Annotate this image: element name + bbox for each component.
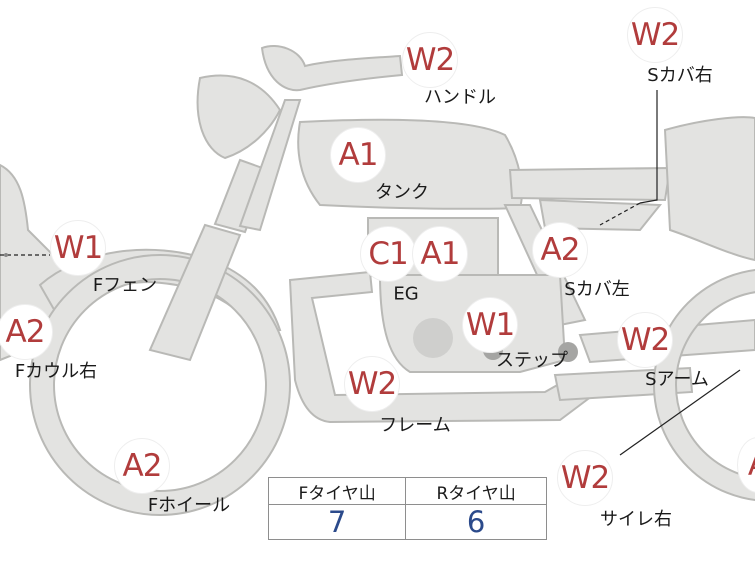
- rear-tire-value: 6: [405, 504, 547, 540]
- s-cover-right-leader: [639, 90, 658, 204]
- step-peg-right: [558, 342, 578, 362]
- grade-badge-engine: C1: [360, 226, 416, 282]
- grade-badge-s-cover-right: W2: [627, 7, 683, 63]
- part-label-f-cowl-right: Fカウル右: [14, 361, 98, 382]
- grade-badge-s-arm: W2: [617, 312, 673, 368]
- grade-badge-frame: W2: [344, 356, 400, 412]
- rear-wheel-fill: [655, 270, 755, 500]
- engine-cover-shape: [413, 318, 453, 358]
- headlight-shape: [196, 74, 282, 160]
- top-frame-shape: [238, 99, 302, 232]
- front-tire-header: Fタイヤ山: [267, 477, 407, 505]
- grade-badge-f-cowl-right: A2: [0, 304, 53, 360]
- handlebar-shape: [260, 45, 404, 92]
- front-tire-value: 7: [267, 504, 407, 540]
- tire-table-header-row: Fタイヤ山 Rタイヤ山: [267, 477, 547, 505]
- part-label-f-wheel: Fホイール: [147, 495, 231, 516]
- part-label-s-cover-left: Sカバ左: [564, 279, 630, 300]
- part-label-handle: ハンドル: [424, 87, 496, 108]
- part-label-tank: タンク: [375, 182, 429, 203]
- tire-table-value-row: 7 6: [267, 504, 547, 540]
- grade-badge-silencer-right: W2: [557, 450, 613, 506]
- fork-upper-shape: [213, 158, 270, 234]
- part-label-engine: EG: [393, 283, 419, 305]
- grade-badge-engine-2: A1: [412, 226, 468, 282]
- side-cover-shape: [538, 198, 663, 232]
- s-cover-right-leader-dash: [599, 202, 641, 226]
- front-cowl-leader-dot: [4, 253, 8, 257]
- lower-frame-shape: [288, 270, 602, 424]
- grade-badge-handle: W2: [402, 32, 458, 88]
- part-label-s-arm: Sアーム: [645, 369, 709, 390]
- grade-badge-tank: A1: [330, 127, 386, 183]
- grade-badge-s-cover-left: A2: [532, 222, 588, 278]
- grade-badge-f-fender: W1: [50, 220, 106, 276]
- part-label-f-fender: Fフェン: [92, 275, 158, 296]
- part-label-silencer-right: サイレ右: [600, 509, 672, 530]
- grade-badge-step: W1: [462, 297, 518, 353]
- fork-shape: [148, 223, 242, 362]
- rear-body-shape: [663, 116, 755, 262]
- part-label-s-cover-right: Sカバ右: [647, 65, 713, 86]
- silencer-leader: [619, 369, 741, 456]
- front-wheel-fill: [31, 256, 289, 514]
- part-label-step: ステップ: [496, 350, 568, 371]
- rear-tire-header: Rタイヤ山: [405, 477, 547, 505]
- grade-badge-f-wheel: A2: [114, 438, 170, 494]
- part-label-frame: フレーム: [379, 415, 451, 436]
- seat-shape: [508, 166, 672, 202]
- tire-tread-table: Fタイヤ山 Rタイヤ山 7 6: [267, 477, 547, 540]
